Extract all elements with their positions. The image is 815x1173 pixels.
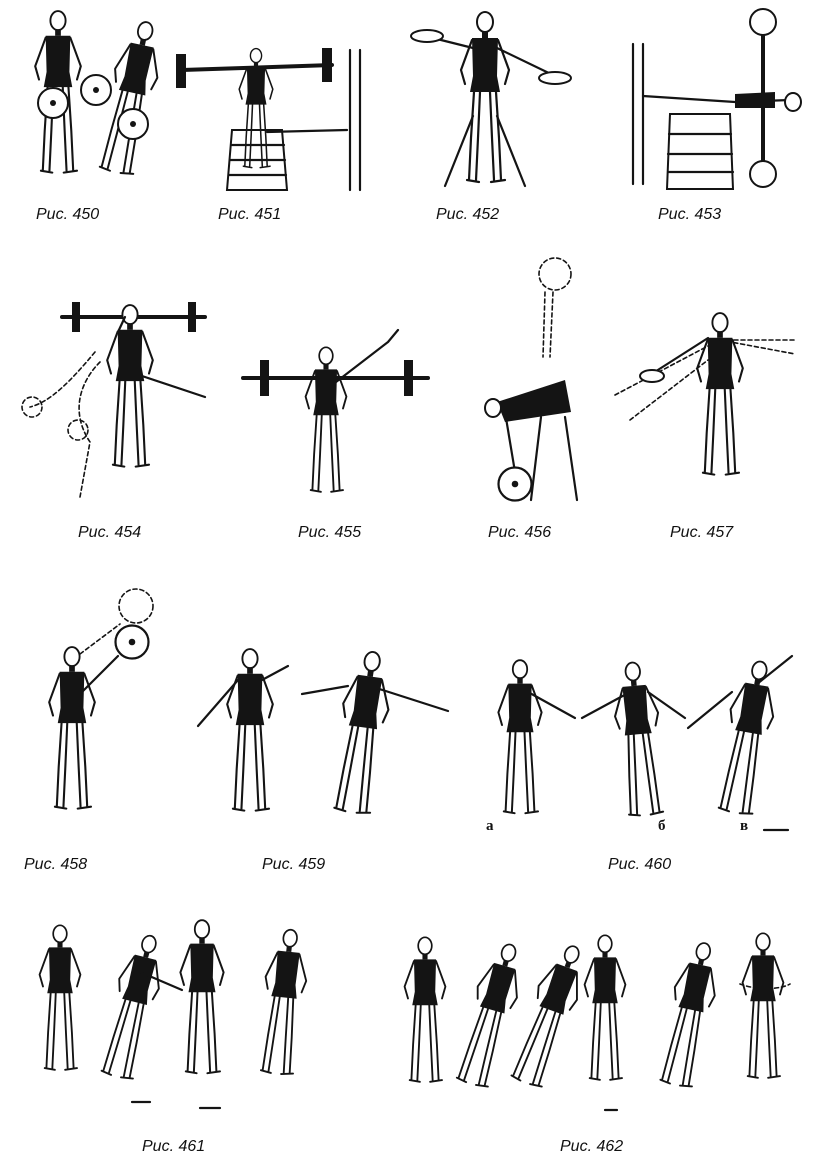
figure-caption: Рис. 461 <box>142 1138 206 1155</box>
figure-caption: Рис. 455 <box>298 524 362 541</box>
figure-caption: Рис. 460 <box>608 856 672 873</box>
figure-451-illustration <box>176 47 362 192</box>
figure-460-illustration <box>497 654 794 832</box>
figure-sublabel: в <box>740 818 749 834</box>
figure-caption: Рис. 456 <box>488 524 552 541</box>
figure-455-illustration <box>241 328 430 493</box>
figure-sublabel: б <box>658 818 666 834</box>
figure-454-illustration <box>21 302 207 498</box>
figure-457-illustration <box>614 312 796 476</box>
figure-461-illustration <box>38 919 313 1110</box>
figure-450-illustration <box>34 10 170 178</box>
figure-caption: Рис. 452 <box>436 206 500 223</box>
figure-sublabel: а <box>486 818 494 834</box>
figure-452-illustration <box>410 10 572 188</box>
figure-caption: Рис. 450 <box>36 206 100 223</box>
figure-caption: Рис. 458 <box>24 856 88 873</box>
figure-458-illustration <box>48 588 154 810</box>
figure-459-illustration <box>196 647 450 817</box>
figure-caption: Рис. 462 <box>560 1138 624 1155</box>
figure-caption: Рис. 454 <box>78 524 142 541</box>
figure-caption: Рис. 457 <box>670 524 734 541</box>
figure-caption: Рис. 453 <box>658 206 722 223</box>
figure-462-illustration <box>403 932 791 1112</box>
figure-caption: Рис. 451 <box>218 206 282 223</box>
figure-456-illustration <box>484 257 579 502</box>
figure-453-illustration <box>631 8 802 190</box>
figure-caption: Рис. 459 <box>262 856 326 873</box>
